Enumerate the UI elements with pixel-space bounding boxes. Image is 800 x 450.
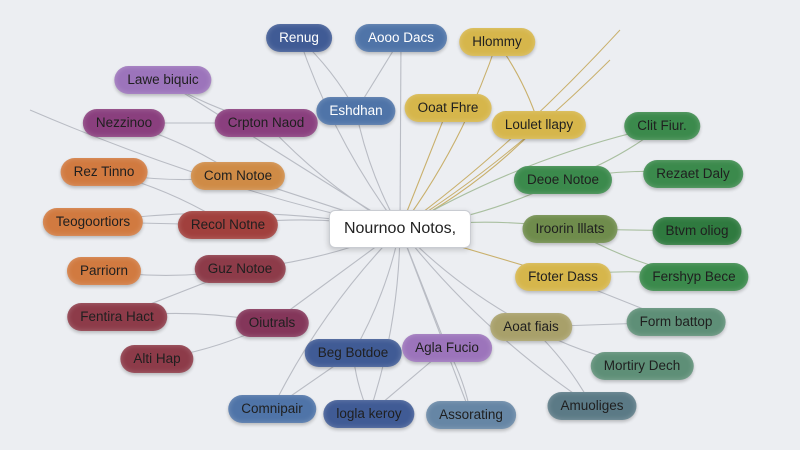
node-renug[interactable]: Renug [266,24,332,52]
node-assorating[interactable]: Assorating [426,401,516,429]
connector-central-logla-keroy [368,228,401,415]
node-clit-fiur[interactable]: Clit Fiur. [624,112,700,140]
node-guz-notoe[interactable]: Guz Notoe [194,255,286,283]
connector-central-renug [298,37,401,230]
node-comnipair[interactable]: Comnipair [228,395,316,423]
node-hlommy[interactable]: Hlommy [459,28,535,56]
node-beg-botdoe[interactable]: Beg Botdoe [304,339,402,367]
node-agla-fucio[interactable]: Agla Fucio [402,334,492,362]
node-loulet-llapy[interactable]: Loulet llapy [491,111,587,139]
connector-central-assorating [399,228,472,416]
node-logla-keroy[interactable]: logla keroy [323,400,415,428]
node-fershyp-bece[interactable]: Fershyp Bece [639,263,749,291]
node-rez-tinno[interactable]: Rez Tinno [60,158,148,186]
node-amuoliges[interactable]: Amuoliges [547,392,637,420]
node-recol-notne[interactable]: Recol Notne [177,211,279,239]
node-lawe-biquic[interactable]: Lawe biquic [114,66,212,94]
node-ftoter-dass[interactable]: Ftoter Dass [515,263,611,291]
node-aoo-dacs[interactable]: Aooo Dacs [354,24,448,52]
node-com-notoe[interactable]: Com Notoe [190,162,286,190]
connector-central-comnipair [271,228,401,410]
node-deoe-notoe[interactable]: Deoe Notoe [513,166,613,194]
node-aoat-fiais[interactable]: Aoat fiais [490,313,572,341]
node-eshdhan[interactable]: Eshdhan [316,97,396,125]
strand-line [399,29,621,230]
node-crpton-naod[interactable]: Crpton Naod [214,109,318,137]
node-iroorin-lllats[interactable]: Iroorin lllats [522,215,618,243]
connector-central-hlommy [399,41,498,230]
node-parriorn[interactable]: Parriorn [66,257,142,285]
node-form-battop[interactable]: Form battop [626,308,726,336]
central-node[interactable]: Nournoo Notos, [328,210,472,248]
node-mortiry-dech[interactable]: Mortiry Dech [590,352,694,380]
node-teogoortiors[interactable]: Teogoortiors [42,208,144,236]
node-alti-flap[interactable]: Alti Hap [120,345,194,373]
node-rezaet-daly[interactable]: Rezaet Daly [643,160,743,188]
connector-central-aoo-dacs [399,37,402,230]
connector-central-amuoliges [399,228,593,407]
node-nezzinoo[interactable]: Nezzinoo [82,109,166,137]
node-ooat-fhre[interactable]: Ooat Fhre [404,94,492,122]
node-oiutrals[interactable]: Oiutrals [235,309,309,337]
node-fentira-hact[interactable]: Fentira Hact [67,303,167,331]
node-btvm-oliog[interactable]: Btvm oliog [652,217,742,245]
